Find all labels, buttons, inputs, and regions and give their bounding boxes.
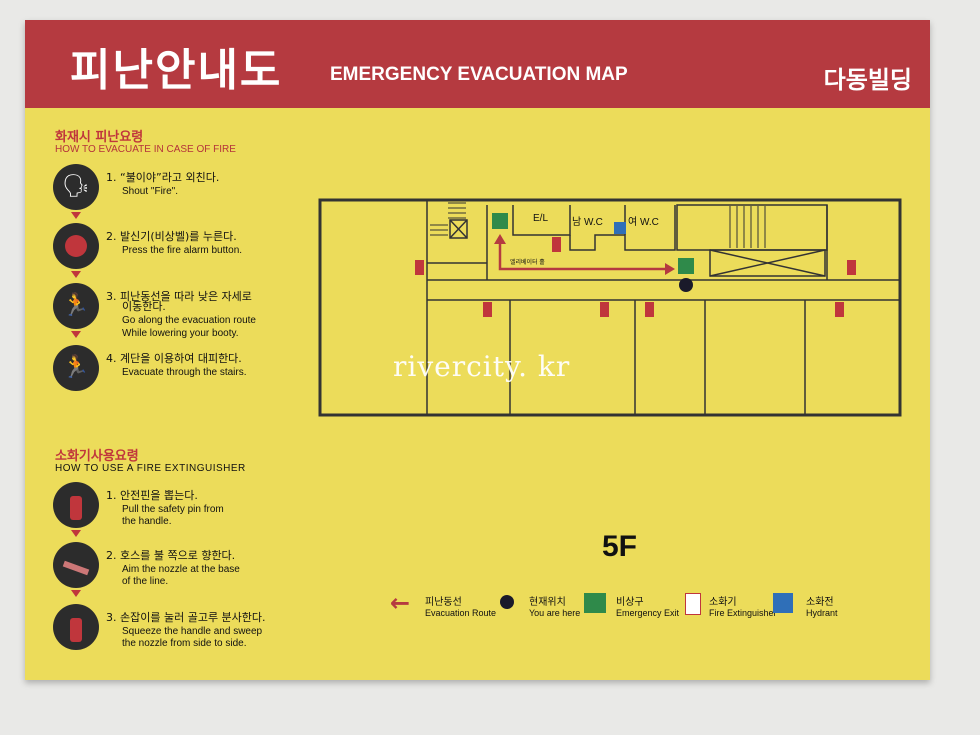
step-korean-line2: 이동한다. <box>122 301 166 313</box>
legend-label-ko: 피난동선 <box>425 597 462 608</box>
elevator-hall-label: 엘리베이터 홀 <box>510 260 545 266</box>
you-are-here-dot <box>679 278 693 292</box>
legend-item-current: 현재위치 You are here <box>500 590 590 622</box>
step-english: Squeeze the handle and sweep <box>122 626 263 637</box>
fire-step-4: 🏃 4. 계단을 이용하여 대피한다. Evacuate through the… <box>53 345 343 395</box>
floor-label: 5F <box>602 530 638 563</box>
shouting-person-icon: 🗣 <box>53 164 99 210</box>
step-korean: 2. 발신기(비상벨)를 누른다. <box>106 230 237 243</box>
arrow-down-icon <box>71 590 81 597</box>
extinguisher-step-1: 1. 안전핀을 뽑는다. Pull the safety pin from th… <box>53 482 343 537</box>
step-korean: 1. 안전핀을 뽑는다. <box>106 489 198 502</box>
arrow-down-icon <box>71 530 81 537</box>
exit-icon <box>584 593 606 613</box>
step-english-line2: of the line. <box>122 576 169 587</box>
arrow-left-icon: ← <box>390 589 411 617</box>
legend-label-ko: 소화기 <box>709 597 737 608</box>
step-english: Pull the safety pin from <box>122 504 224 515</box>
extinguisher-spray-icon <box>53 604 99 650</box>
extinguisher-section-subtitle: HOW TO USE A FIRE EXTINGUISHER <box>55 463 246 474</box>
crouching-runner-icon: 🏃 <box>53 283 99 329</box>
legend-item-hydrant: 소화전 Hydrant <box>773 590 853 622</box>
extinguisher-icon <box>415 237 856 317</box>
hydrant-icon <box>773 593 793 613</box>
arrow-down-icon <box>71 271 81 278</box>
legend-label-en: Evacuation Route <box>425 608 497 618</box>
women-wc-label: 여 W.C <box>628 217 659 228</box>
exit-icon <box>492 213 694 274</box>
stairs-runner-icon: 🏃 <box>53 345 99 391</box>
legend-label-en: Fire Extinguisher <box>709 608 777 618</box>
extinguisher-pin-icon <box>53 482 99 528</box>
header-bar: 피난안내도 EMERGENCY EVACUATION MAP 다동빌딩 <box>25 20 930 108</box>
step-english-line2: the handle. <box>122 516 172 527</box>
dot-icon <box>500 595 514 609</box>
legend-label-ko: 소화전 <box>806 597 834 608</box>
fire-step-1: 🗣 1. “불이야”라고 외친다. Shout "Fire". <box>53 164 343 219</box>
step-english-line2: the nozzle from side to side. <box>122 638 247 649</box>
legend-label-ko: 비상구 <box>616 597 644 608</box>
extinguisher-step-3: 3. 손잡이를 눌러 골고루 분사한다. Squeeze the handle … <box>53 604 343 654</box>
men-wc-label: 남 W.C <box>572 217 603 228</box>
step-english: Evacuate through the stairs. <box>122 367 247 378</box>
step-korean: 2. 호스를 불 쪽으로 향한다. <box>106 549 236 562</box>
step-korean: 3. 손잡이를 눌러 골고루 분사한다. <box>106 611 266 624</box>
step-korean: 3. 피난동선을 따라 낮은 자세로 <box>106 290 252 303</box>
arrow-down-icon <box>71 331 81 338</box>
legend-label-en: Hydrant <box>806 608 838 618</box>
fire-section-subtitle: HOW TO EVACUATE IN CASE OF FIRE <box>55 144 236 155</box>
hydrant-icon <box>614 222 626 234</box>
fire-step-3: 🏃 3. 피난동선을 따라 낮은 자세로 이동한다. Go along the … <box>53 283 343 339</box>
extinguisher-section-title: 소화기사용요령 <box>55 449 139 464</box>
step-english: Go along the evacuation route <box>122 315 256 326</box>
alarm-button-icon <box>53 223 99 269</box>
arrow-down-icon <box>71 212 81 219</box>
legend-item-exit: 비상구 Emergency Exit <box>584 590 684 622</box>
evacuation-route-arrow <box>494 234 675 275</box>
evacuation-map-board: 피난안내도 EMERGENCY EVACUATION MAP 다동빌딩 화재시 … <box>25 20 930 680</box>
step-english: Shout "Fire". <box>122 186 179 197</box>
step-english: Aim the nozzle at the base <box>122 564 240 575</box>
legend-item-extinguisher: 소화기 Fire Extinguisher <box>685 590 777 622</box>
legend-label-en: You are here <box>529 608 581 618</box>
watermark: rivercity. kr <box>393 350 571 383</box>
nozzle-icon <box>53 542 99 588</box>
legend-label-en: Emergency Exit <box>616 608 680 618</box>
title-english: EMERGENCY EVACUATION MAP <box>330 64 628 85</box>
legend-item-route: ← 피난동선 Evacuation Route <box>390 589 496 622</box>
step-korean: 1. “불이야”라고 외친다. <box>106 171 220 184</box>
extinguisher-step-2: 2. 호스를 불 쪽으로 향한다. Aim the nozzle at the … <box>53 542 343 597</box>
legend-label-ko: 현재위치 <box>529 597 566 608</box>
elevator-label: E/L <box>533 213 549 224</box>
building-name: 다동빌딩 <box>823 66 912 94</box>
step-english: Press the fire alarm button. <box>122 245 243 256</box>
floor-plan <box>318 198 902 417</box>
fire-section-title: 화재시 피난요령 <box>55 130 144 145</box>
step-korean: 4. 계단을 이용하여 대피한다. <box>106 352 242 365</box>
extinguisher-icon <box>685 593 701 615</box>
step-english-line2: While lowering your booty. <box>122 328 239 339</box>
fire-step-2: 2. 발신기(비상벨)를 누른다. Press the fire alarm b… <box>53 223 343 278</box>
title-korean: 피난안내도 <box>70 45 283 96</box>
